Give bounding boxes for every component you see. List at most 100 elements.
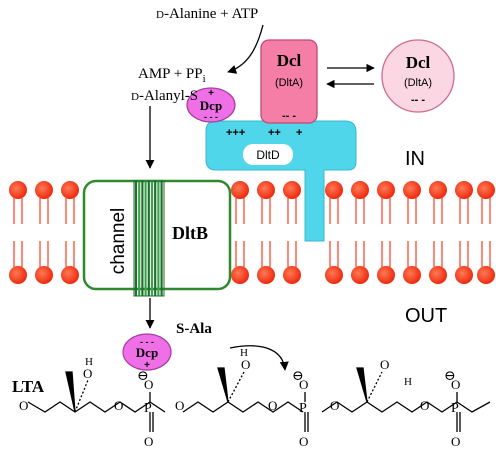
lipid-bilayer (9, 181, 495, 284)
lipid-head-upper (257, 181, 275, 199)
atom-h-3: H (404, 376, 412, 388)
atom-o-1: O (19, 398, 28, 413)
intermediate-label: D-Alanyl-S (131, 88, 198, 104)
lipid-head-lower (429, 266, 447, 284)
dcp-top-charge-top: + (208, 88, 214, 99)
outside-label: OUT (405, 305, 447, 327)
intermediate-prefix: D (131, 91, 139, 103)
atom-o-double-1: O (144, 434, 153, 449)
oh-bond-3 (366, 371, 383, 403)
lta-label: LTA (12, 377, 45, 396)
oh-bond-1 (74, 379, 89, 413)
lipid-head-lower (403, 266, 421, 284)
dcl-bound-protein (260, 39, 318, 124)
lta-backbone-3 (321, 401, 491, 413)
atom-o-oh-2: O (241, 357, 250, 372)
lipid-head-upper (403, 181, 421, 199)
atom-o-minus-3: O (451, 377, 460, 392)
lipid-head-upper (61, 181, 79, 199)
lipid-head-lower (351, 266, 369, 284)
lipid-head-lower (377, 266, 395, 284)
dcl-free-protein (381, 39, 455, 113)
dcp-bottom-name: Dcp (136, 345, 158, 360)
products-text: AMP + PP (138, 66, 203, 82)
atom-o-minus-2: O (299, 377, 308, 392)
lta-chain (27, 367, 491, 432)
channel-outline (133, 180, 165, 297)
substrates-text: -Alanine + ATP (164, 6, 258, 22)
lipid-head-upper (9, 181, 27, 199)
dltb-box (82, 179, 232, 291)
channel-label: channel (108, 208, 129, 275)
dcp-top-charge-bottom: - - - (204, 112, 218, 122)
dcl-bound-name: Dcl (277, 51, 302, 70)
lipid-head-upper (429, 181, 447, 199)
lipid-head-lower (35, 266, 53, 284)
lipid-head-upper (477, 181, 495, 199)
dltd-charges-left: +++ (226, 127, 245, 139)
methyl-wedge-3 (356, 367, 368, 403)
channel-stripes (133, 180, 165, 297)
lta-backbone-1 (27, 401, 166, 413)
inside-label: IN (405, 148, 425, 170)
products-label: AMP + PPi (138, 66, 206, 85)
lipid-head-lower (257, 266, 275, 284)
lipid-head-lower (61, 266, 79, 284)
lta-atoms: O O H O P O ⊖ O O O H O P O ⊖ O O O H O … (19, 347, 460, 449)
dcp-top-name: Dcp (200, 98, 222, 113)
atom-o-3: O (175, 398, 184, 413)
dltd-label: DltD (256, 148, 280, 162)
atom-o-double-3: O (451, 434, 460, 449)
dcl-bound-gene: (DltA) (275, 77, 303, 89)
lipid-head-lower (283, 266, 301, 284)
substrates-label: D-Alanine + ATP (156, 6, 258, 22)
atom-p-3: P (451, 401, 459, 416)
dcp-top-protein (186, 87, 236, 123)
dcp-bottom-charge-top: - - - (140, 337, 154, 347)
atom-h-2: H (240, 347, 248, 359)
lta-backbone-2 (182, 401, 304, 413)
atom-p-2: P (299, 401, 307, 416)
minus-3: ⊖ (444, 369, 456, 384)
dltd-label-pill (243, 144, 293, 165)
atom-p-1: P (144, 401, 152, 416)
dcl-free-gene: (DltA) (404, 77, 432, 89)
oh-bond-2 (227, 371, 245, 403)
transfer-arrow (229, 345, 289, 371)
atom-h-1: H (85, 356, 93, 368)
methyl-wedge-2 (217, 367, 229, 403)
intermediate-text: -Alanyl-S (139, 88, 198, 104)
lipid-head-upper (455, 181, 473, 199)
lipid-head-lower (9, 266, 27, 284)
atom-o-4: O (268, 398, 277, 413)
lipid-head-upper (325, 181, 343, 199)
atom-o-oh-3: O (380, 357, 389, 372)
dcl-free-name: Dcl (406, 53, 431, 72)
dcp-bottom-protein (122, 333, 172, 371)
lipid-head-upper (35, 181, 53, 199)
dltd-charges-right: + (296, 127, 302, 139)
lipid-head-upper (283, 181, 301, 199)
atom-o-double-2: O (299, 434, 308, 449)
atom-o-5: O (330, 398, 339, 413)
dcp-bottom-charge-bottom: + (144, 360, 150, 371)
lipid-head-lower (455, 266, 473, 284)
methyl-wedge-1 (65, 371, 76, 413)
lipid-head-upper (377, 181, 395, 199)
s-ala-label: S-Ala (176, 321, 212, 337)
dltd-charges-mid: ++ (268, 127, 281, 139)
products-sub: i (203, 73, 206, 85)
minus-1: ⊖ (137, 369, 149, 384)
lipid-head-upper (231, 181, 249, 199)
substrates-prefix: D (156, 9, 164, 21)
lipid-head-upper (351, 181, 369, 199)
dcl-free-charges: -- - (411, 94, 425, 106)
atom-o-6: O (420, 398, 429, 413)
dcl-bound-charges: -- - (282, 110, 296, 122)
lipid-head-lower (325, 266, 343, 284)
atom-o-oh-1: O (83, 366, 92, 381)
lipid-head-lower (231, 266, 249, 284)
atom-o-minus-1: O (144, 377, 153, 392)
